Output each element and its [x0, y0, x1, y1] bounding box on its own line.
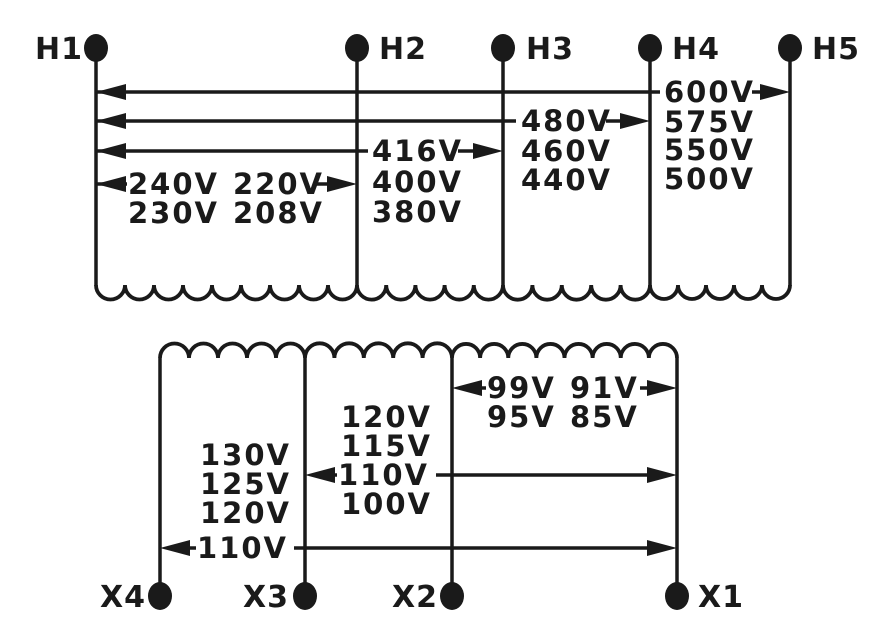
- voltage-label: 130V: [200, 438, 291, 472]
- terminal-label-h3: H3: [526, 32, 574, 67]
- terminal-label-h5: H5: [812, 32, 860, 67]
- voltage-range-h1-h3: 416V 400V 380V: [96, 134, 503, 229]
- arrow-head-right: [473, 143, 503, 159]
- secondary-winding-section: X4 X3 X2 X1 99V 91V 95V 85V 120V 115V 11…: [100, 341, 744, 615]
- voltage-range-x4-x1: 130V 125V 120V 110V: [160, 438, 677, 565]
- voltage-label: 600V: [664, 75, 755, 109]
- voltage-label: 416V: [372, 134, 463, 168]
- voltage-label: 575V: [664, 105, 755, 139]
- voltage-label: 115V: [341, 429, 432, 463]
- terminal-label-x2: X2: [392, 580, 438, 615]
- terminal-dot-x4: [148, 582, 172, 610]
- terminal-dot-h5: [778, 34, 802, 62]
- voltage-label: 95V: [487, 400, 556, 434]
- voltage-label: 125V: [200, 467, 291, 501]
- arrow-head-left: [160, 540, 190, 556]
- terminal-label-h2: H2: [379, 32, 427, 67]
- voltage-label: 99V: [487, 371, 556, 405]
- voltage-label: 240V: [128, 167, 219, 201]
- arrow-head-right: [647, 467, 677, 483]
- arrow-head-right: [327, 176, 357, 192]
- voltage-range-h1-h5: 600V 575V 550V 500V: [96, 75, 790, 196]
- voltage-label: 110V: [338, 458, 429, 492]
- terminal-dot-h1: [84, 34, 108, 62]
- terminal-label-x4: X4: [100, 580, 146, 615]
- arrow-head-right: [620, 113, 650, 129]
- terminal-dot-h2: [345, 34, 369, 62]
- voltage-label: 550V: [664, 133, 755, 167]
- voltage-label: 120V: [200, 496, 291, 530]
- voltage-label: 220V: [233, 167, 324, 201]
- voltage-range-h1-h2: 240V 220V 230V 208V: [96, 167, 357, 230]
- arrow-head-left: [96, 84, 126, 100]
- secondary-coil: [158, 341, 679, 359]
- terminal-dot-h4: [638, 34, 662, 62]
- voltage-label: 440V: [521, 163, 612, 197]
- terminal-dot-x3: [293, 582, 317, 610]
- voltage-label: 110V: [197, 531, 288, 565]
- arrow-head-right: [647, 380, 677, 396]
- arrow-head-left: [452, 380, 482, 396]
- arrow-head-left: [96, 176, 126, 192]
- voltage-label: 500V: [664, 162, 755, 196]
- voltage-label: 460V: [521, 134, 612, 168]
- terminal-label-h4: H4: [672, 32, 720, 67]
- terminal-dot-x2: [440, 582, 464, 610]
- arrow-head-left: [96, 143, 126, 159]
- voltage-label: 400V: [372, 165, 463, 199]
- arrow-head-right: [760, 84, 790, 100]
- primary-winding-section: H1 H2 H3 H4 H5 600V 575V 550V 500V 480V …: [35, 32, 860, 302]
- arrow-head-left: [305, 467, 335, 483]
- voltage-label: 100V: [341, 487, 432, 521]
- terminal-dot-h3: [491, 34, 515, 62]
- voltage-label: 208V: [233, 196, 324, 230]
- voltage-range-x3-x1: 120V 115V 110V 100V: [305, 400, 677, 521]
- arrow-head-left: [96, 113, 126, 129]
- voltage-range-h1-h4: 480V 460V 440V: [96, 104, 650, 197]
- voltage-label: 380V: [372, 195, 463, 229]
- voltage-label: 120V: [341, 400, 432, 434]
- voltage-label: 91V: [570, 371, 639, 405]
- voltage-label: 230V: [128, 196, 219, 230]
- terminal-label-x1: X1: [698, 580, 744, 615]
- voltage-label: 480V: [521, 104, 612, 138]
- voltage-label: 85V: [570, 400, 639, 434]
- arrow-head-right: [647, 540, 677, 556]
- primary-coil: [94, 284, 792, 302]
- terminal-label-x3: X3: [243, 580, 289, 615]
- voltage-range-x2-x1: 99V 91V 95V 85V: [452, 371, 677, 434]
- terminal-dot-x1: [665, 582, 689, 610]
- terminal-label-h1: H1: [35, 32, 83, 67]
